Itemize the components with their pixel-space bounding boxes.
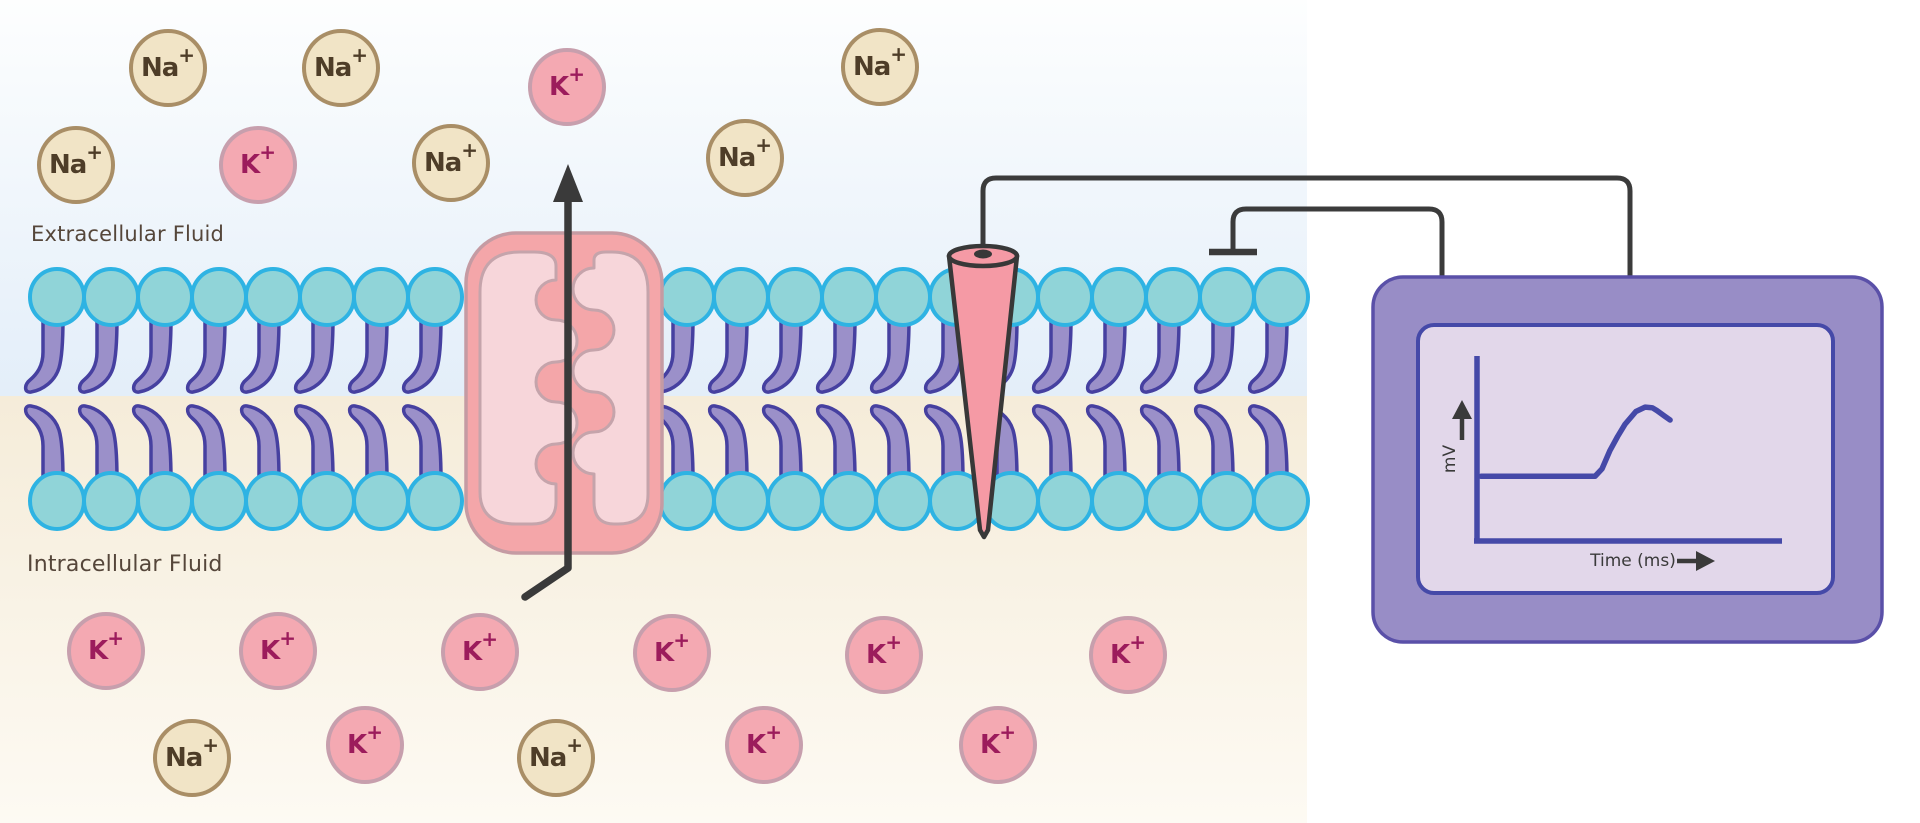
potassium-ion: K+ [326, 706, 404, 784]
ion-charge: + [351, 43, 369, 67]
ion-symbol: Na [140, 53, 179, 83]
ion-charge: + [765, 720, 782, 744]
potassium-ion: K+ [441, 613, 519, 691]
ion-charge: + [202, 733, 220, 757]
potassium-ion: K+ [959, 706, 1037, 784]
sodium-ion: Na+ [153, 719, 231, 797]
ion-charge: + [481, 627, 498, 651]
potassium-ion: K+ [219, 126, 297, 204]
x-axis-direction-arrow [1677, 551, 1715, 571]
ion-charge: + [755, 133, 773, 157]
arrowhead-up [553, 164, 583, 202]
potassium-ion: K+ [725, 706, 803, 784]
ion-symbol: K [260, 636, 280, 666]
recording-electrode-wire [980, 175, 1633, 279]
ion-symbol: K [980, 730, 1000, 760]
sodium-ion: Na+ [302, 29, 380, 107]
ion-symbol: K [240, 150, 260, 180]
y-axis-direction-arrow [1452, 400, 1472, 440]
electrode-wires [980, 175, 1633, 279]
arrowhead-up [1452, 400, 1472, 419]
ion-charge: + [1129, 630, 1146, 654]
ion-symbol: K [462, 637, 482, 667]
ion-charge: + [461, 138, 479, 162]
intracellular-fluid-label: Intracellular Fluid [27, 552, 223, 577]
scope-trace [1478, 404, 1673, 480]
ion-symbol: Na [528, 743, 567, 773]
sodium-ion: Na+ [129, 29, 207, 107]
ion-symbol: Na [423, 148, 462, 178]
ion-symbol: Na [717, 143, 756, 173]
ion-symbol: K [88, 636, 108, 666]
scope-y-axis-label: mV [1440, 444, 1460, 474]
recording-microelectrode [946, 243, 1020, 540]
potassium-ion: K+ [239, 612, 317, 690]
ion-charge: + [178, 43, 196, 67]
ion-symbol: Na [164, 743, 203, 773]
ion-charge: + [999, 720, 1016, 744]
sodium-ion: Na+ [841, 28, 919, 106]
oscilloscope-screen [1416, 323, 1835, 595]
ion-charge: + [279, 626, 296, 650]
ion-charge: + [566, 733, 584, 757]
scope-x-axis-label: Time (ms) [1590, 551, 1676, 571]
ion-channel-left-subunit [478, 250, 579, 526]
ion-charge: + [107, 626, 124, 650]
ion-charge: + [259, 140, 276, 164]
potassium-ion: K+ [67, 612, 145, 690]
ion-charge: + [366, 720, 383, 744]
ion-charge: + [890, 42, 908, 66]
microelectrode-terminal-dot [974, 249, 992, 259]
ion-symbol: K [866, 640, 886, 670]
ion-symbol: Na [313, 53, 352, 83]
ion-symbol: K [549, 72, 569, 102]
ion-charge: + [86, 140, 104, 164]
sodium-ion: Na+ [412, 124, 490, 202]
sodium-ion: Na+ [706, 119, 784, 197]
ion-charge: + [568, 62, 585, 86]
ion-flow-arrow [521, 164, 583, 601]
sodium-ion: Na+ [517, 719, 595, 797]
ion-channel-right-subunit [571, 250, 650, 526]
ion-symbol: Na [48, 150, 87, 180]
ion-symbol: Na [852, 52, 891, 82]
ion-channel [464, 231, 664, 555]
ion-charge: + [885, 630, 902, 654]
reference-electrode-wire [1230, 206, 1445, 279]
potassium-ion: K+ [633, 614, 711, 692]
potassium-ion: K+ [1089, 616, 1167, 694]
ion-symbol: K [1110, 640, 1130, 670]
ion-symbol: K [347, 730, 367, 760]
extracellular-fluid-label: Extracellular Fluid [31, 222, 225, 246]
oscilloscope [1371, 275, 1884, 644]
arrowhead-right [1696, 551, 1715, 571]
potassium-ion: K+ [528, 48, 606, 126]
sodium-ion: Na+ [37, 126, 115, 204]
potassium-ion: K+ [845, 616, 923, 694]
ion-symbol: K [654, 638, 674, 668]
ion-charge: + [673, 628, 690, 652]
ion-symbol: K [746, 730, 766, 760]
